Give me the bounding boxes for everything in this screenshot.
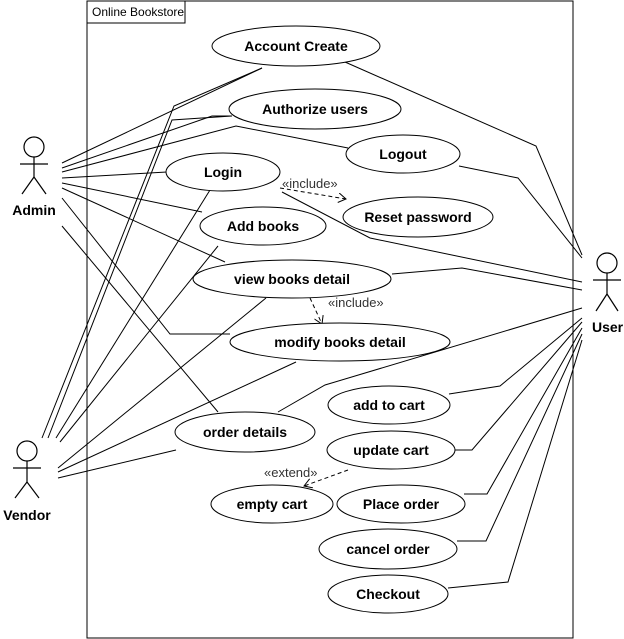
use-case-label: order details <box>203 424 287 440</box>
assoc-vendor-authorize-users <box>47 115 233 439</box>
use-case-reset-password[interactable]: Reset password <box>342 196 494 238</box>
assoc-vendor-add-books <box>59 245 219 443</box>
assoc-user-place-order <box>464 327 583 495</box>
use-case-add-to-cart[interactable]: add to cart <box>327 385 451 425</box>
assoc-admin-account-create <box>61 67 263 164</box>
assoc-vendor-account-create <box>41 67 263 439</box>
use-case-label: Reset password <box>364 209 471 225</box>
use-case-label: Login <box>204 164 242 180</box>
use-case-place-order[interactable]: Place order <box>336 484 466 524</box>
use-case-label: empty cart <box>237 496 308 512</box>
extend-label-1: «extend» <box>264 465 318 480</box>
assoc-user-logout <box>458 165 583 259</box>
use-case-label: update cart <box>353 442 429 458</box>
use-case-update-cart[interactable]: update cart <box>326 430 456 470</box>
assoc-vendor-login <box>55 189 211 439</box>
use-case-order-details[interactable]: order details <box>174 411 316 453</box>
include-view-modify-arrow <box>309 297 322 324</box>
use-case-label: cancel order <box>346 541 430 557</box>
actor-head-icon <box>596 252 618 274</box>
assoc-user-checkout <box>447 339 583 589</box>
include-label-2: «include» <box>328 295 384 310</box>
assoc-admin-add-books <box>61 182 203 213</box>
use-case-label: modify books detail <box>274 334 405 350</box>
assoc-user-add-to-cart <box>448 317 583 395</box>
include-label-1: «include» <box>282 176 338 191</box>
assoc-vendor-modify-books <box>57 361 297 473</box>
actor-user-label: User <box>592 319 624 335</box>
assoc-admin-modify-books <box>61 197 230 335</box>
use-case-logout[interactable]: Logout <box>345 134 461 174</box>
use-case-label: Checkout <box>356 586 420 602</box>
use-case-checkout[interactable]: Checkout <box>327 574 449 614</box>
use-case-label: Authorize users <box>262 101 368 117</box>
actor-user[interactable] <box>593 252 621 312</box>
actor-vendor-label: Vendor <box>3 507 51 523</box>
assoc-user-cancel-order <box>457 333 583 542</box>
use-case-account-create[interactable]: Account Create <box>211 25 381 67</box>
use-case-label: Logout <box>379 146 427 162</box>
assoc-admin-logout <box>61 125 349 173</box>
assoc-vendor-order-details <box>57 449 177 479</box>
use-case-login[interactable]: Login <box>165 152 281 192</box>
assoc-admin-login <box>61 171 168 179</box>
assoc-user-order-details <box>277 307 583 413</box>
assoc-user-login <box>281 191 583 283</box>
use-case-view-books-detail[interactable]: view books detail <box>192 259 392 299</box>
use-case-cancel-order[interactable]: cancel order <box>318 528 458 570</box>
assoc-admin-order-details <box>61 225 219 413</box>
use-case-label: add to cart <box>353 397 425 413</box>
assoc-user-update-cart <box>455 321 583 451</box>
associations <box>41 61 583 589</box>
actor-vendor[interactable] <box>13 440 41 499</box>
actor-head-icon <box>23 136 45 158</box>
extend-update-empty-arrow <box>304 469 349 486</box>
use-case-label: view books detail <box>234 271 350 287</box>
actor-admin-label: Admin <box>12 202 56 218</box>
use-case-label: Account Create <box>244 38 348 54</box>
use-case-label: Add books <box>227 218 300 234</box>
use-case-authorize-users[interactable]: Authorize users <box>228 88 402 130</box>
assoc-vendor-view-books <box>57 297 267 469</box>
actor-head-icon <box>16 440 38 462</box>
system-title-box <box>86 0 186 24</box>
use-case-add-books[interactable]: Add books <box>199 206 327 246</box>
use-case-empty-cart[interactable]: empty cart <box>210 484 334 524</box>
assoc-user-account-create <box>344 61 583 256</box>
system-boundary: Online Bookstore <box>86 0 574 639</box>
system-title: Online Bookstore <box>92 5 184 19</box>
actor-admin[interactable] <box>20 136 48 195</box>
dependencies <box>279 187 349 486</box>
assoc-admin-view-books <box>61 187 226 263</box>
use-case-modify-books-detail[interactable]: modify books detail <box>229 322 451 362</box>
assoc-user-view-books <box>391 267 583 291</box>
use-case-label: Place order <box>363 496 440 512</box>
